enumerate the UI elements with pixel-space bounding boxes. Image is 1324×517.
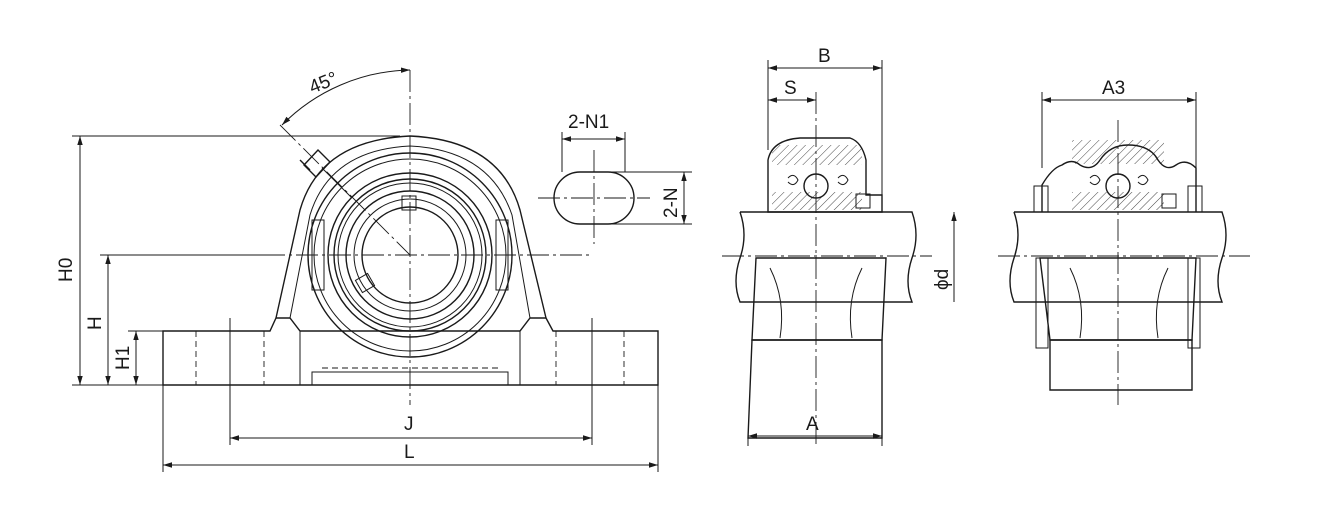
- dimension-l-label: L: [404, 442, 415, 463]
- angle-label: 45°: [306, 68, 341, 98]
- dimension-s-label: S: [784, 78, 797, 99]
- slot-detail: [538, 132, 692, 244]
- slot-width-label: 2-N1: [568, 112, 609, 133]
- slot-height-label: 2-N: [661, 187, 682, 218]
- shaft-diameter-label: ϕd: [932, 269, 953, 290]
- dimension-h0-label: H0: [56, 258, 77, 282]
- dimension-h1-label: H1: [113, 346, 134, 370]
- dimension-a3-label: A3: [1102, 78, 1125, 99]
- front-view: [72, 67, 659, 472]
- dimension-j-label: J: [404, 414, 414, 435]
- dimension-h-label: H: [85, 316, 106, 330]
- dimension-a-label: A: [806, 414, 819, 435]
- third-view: [998, 92, 1250, 405]
- dimension-b-label: B: [818, 46, 831, 67]
- side-view: [722, 60, 957, 446]
